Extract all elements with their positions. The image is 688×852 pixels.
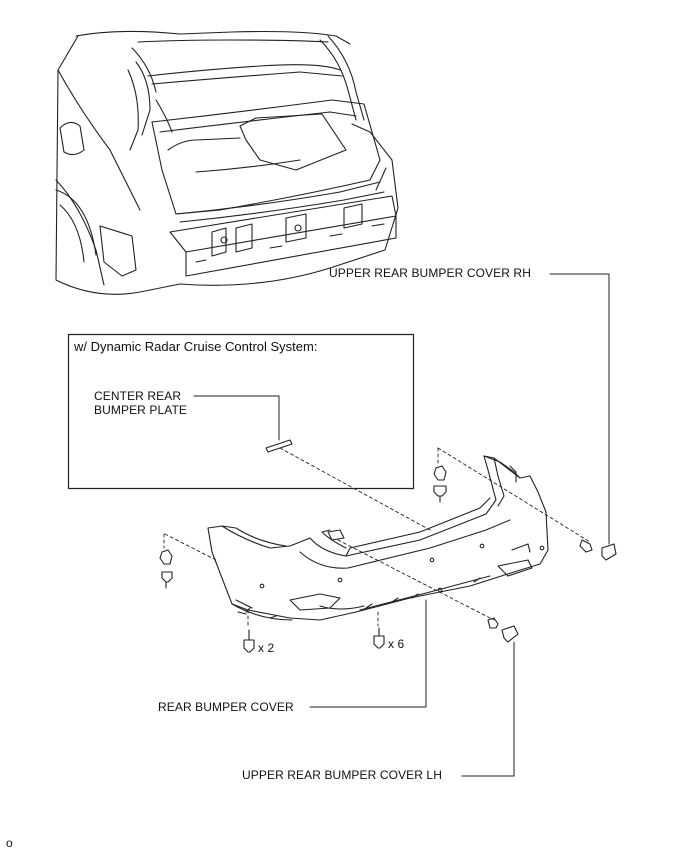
clip-fasteners [159, 465, 593, 653]
rear-bumper-cover-label: REAR BUMPER COVER [158, 700, 294, 714]
leader-lines [309, 273, 610, 777]
vehicle-rear-illustration [55, 30, 399, 295]
center-rear-bumper-plate-part [265, 439, 293, 453]
assembly-guide-lines [163, 447, 591, 629]
upper-rear-bumper-cover-lh-part [501, 625, 519, 643]
rear-bumper-cover-part [207, 455, 549, 621]
corner-mark: o [6, 836, 13, 850]
radar-inset-box [67, 333, 415, 490]
center-rear-bumper-plate-label: CENTER REAR BUMPER PLATE [94, 389, 187, 417]
upper-rear-bumper-cover-lh-label: UPPER REAR BUMPER COVER LH [242, 768, 442, 782]
quantity-left-screws: x 2 [258, 641, 275, 655]
inset-title: w/ Dynamic Radar Cruise Control System: [74, 339, 318, 354]
upper-rear-bumper-cover-rh-part [601, 543, 617, 561]
upper-rear-bumper-cover-rh-label: UPPER REAR BUMPER COVER RH [329, 266, 531, 280]
center-plate-leader [193, 395, 280, 441]
quantity-center-clips: x 6 [388, 637, 405, 651]
center-plate-label-line2: BUMPER PLATE [94, 403, 187, 417]
center-plate-label-line1: CENTER REAR [94, 389, 182, 403]
